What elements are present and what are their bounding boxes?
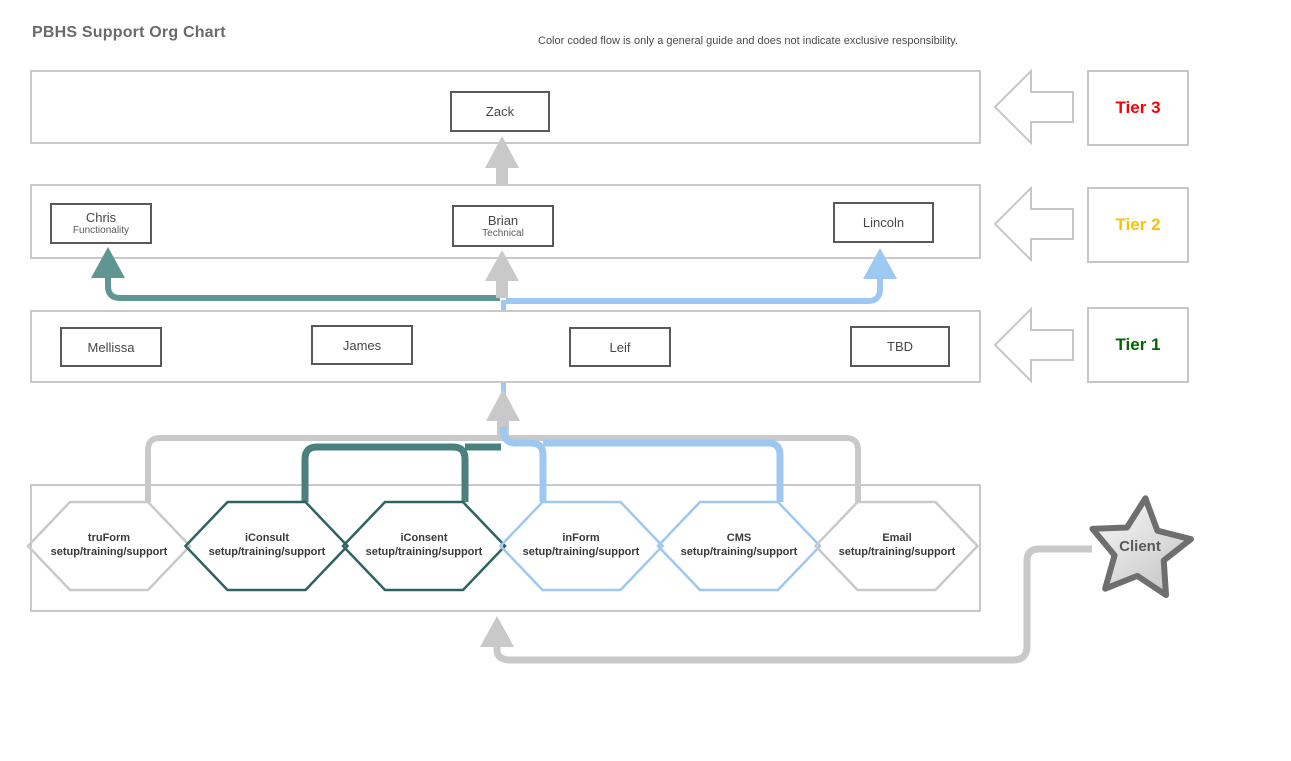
service-label-inform: inForm setup/training/support	[500, 531, 662, 559]
service-name: iConsent	[400, 532, 448, 544]
person-name: Chris	[85, 210, 117, 225]
service-detail: setup/training/support	[208, 546, 326, 558]
service-name: truForm	[87, 532, 131, 544]
tier1-label-box: Tier 1	[1087, 307, 1189, 383]
service-label-email: Email setup/training/support	[816, 531, 978, 559]
service-detail: setup/training/support	[680, 546, 798, 558]
client-label: Client	[1119, 538, 1161, 555]
service-name: iConsult	[245, 532, 289, 544]
person-name: Mellissa	[87, 339, 135, 355]
person-box-mellissa: Mellissa	[60, 327, 162, 367]
tier1-row-container	[30, 310, 981, 383]
person-role: Functionality	[72, 225, 130, 236]
service-name: Email	[882, 532, 912, 544]
tier2-label-box: Tier 2	[1087, 187, 1189, 263]
person-name: Lincoln	[862, 215, 905, 230]
service-label-truform: truForm setup/training/support	[28, 531, 190, 559]
tier1-left-arrow-icon	[993, 306, 1074, 384]
person-name: James	[342, 337, 382, 353]
person-box-chris: Chris Functionality	[50, 203, 152, 244]
person-box-brian: Brian Technical	[452, 205, 554, 247]
person-role: Technical	[482, 227, 524, 239]
tier-pointer-arrows	[993, 68, 1074, 384]
service-detail: setup/training/support	[365, 546, 483, 558]
tier-label: Tier 2	[1115, 215, 1161, 234]
person-name: Brian	[487, 212, 519, 228]
service-detail: setup/training/support	[50, 546, 168, 558]
tier-label: Tier 1	[1115, 335, 1161, 354]
service-name: CMS	[726, 532, 752, 544]
color-code-note: Color coded flow is only a general guide…	[538, 35, 958, 47]
person-name: Leif	[609, 339, 631, 355]
person-box-leif: Leif	[569, 327, 671, 367]
page-title: PBHS Support Org Chart	[32, 24, 226, 41]
person-box-lincoln: Lincoln	[833, 202, 934, 243]
person-name: Zack	[485, 104, 515, 119]
gray-up-arrow-into-services-icon	[480, 616, 514, 647]
person-name: TBD	[887, 339, 913, 354]
service-name: inForm	[562, 532, 600, 544]
person-box-james: James	[311, 325, 413, 365]
service-detail: setup/training/support	[838, 546, 956, 558]
service-detail: setup/training/support	[522, 546, 640, 558]
tier3-label-box: Tier 3	[1087, 70, 1189, 146]
tier2-left-arrow-icon	[993, 185, 1074, 263]
person-box-zack: Zack	[450, 91, 550, 132]
gray-up-arrow-into-tier1-icon	[486, 389, 520, 421]
service-label-cms: CMS setup/training/support	[658, 531, 820, 559]
service-label-iconsent: iConsent setup/training/support	[343, 531, 505, 559]
service-label-iconsult: iConsult setup/training/support	[186, 531, 348, 559]
person-box-tbd: TBD	[850, 326, 950, 367]
tier-label: Tier 3	[1115, 98, 1161, 117]
tier3-left-arrow-icon	[993, 68, 1074, 146]
